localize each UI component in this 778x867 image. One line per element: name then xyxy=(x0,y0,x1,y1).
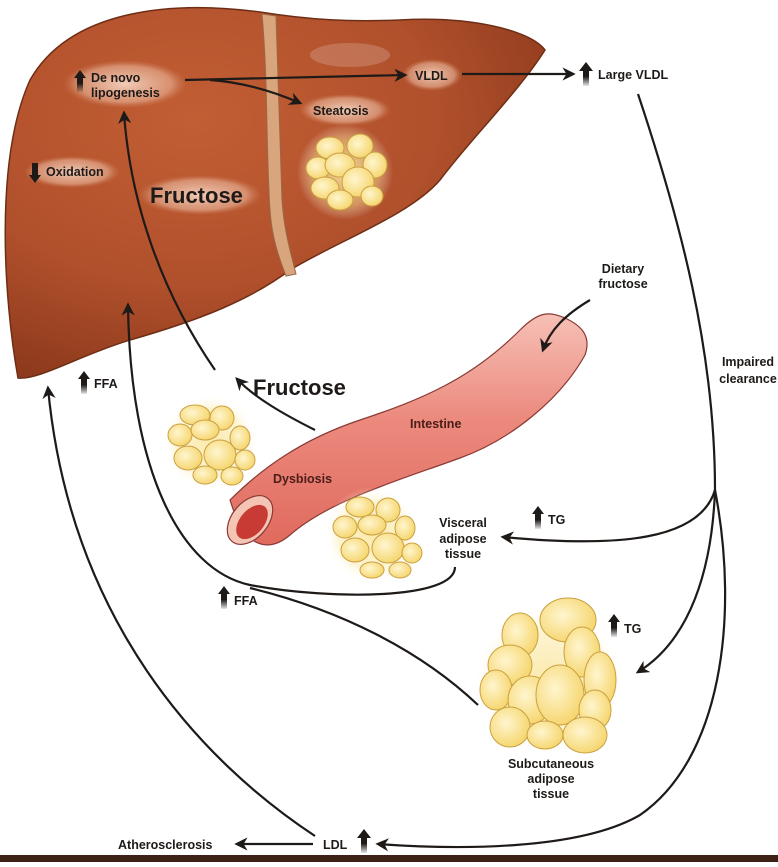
label-clearance: clearance xyxy=(719,372,777,386)
down-arrow-icon xyxy=(29,163,41,183)
arrow-visceral-ffa xyxy=(121,302,457,596)
label-vldl: VLDL xyxy=(415,69,448,83)
label-tg-visceral: TG xyxy=(548,513,565,527)
visceral-fat-cluster xyxy=(324,487,423,583)
up-arrow-icon xyxy=(532,506,544,529)
label-subcutaneous: Subcutaneous xyxy=(508,757,594,771)
arrow-lipogenesis-to-steatosis xyxy=(209,78,303,105)
up-arrow-icon xyxy=(74,70,86,92)
arrow-subcutaneous-ffa xyxy=(249,586,479,706)
bottom-border-bar xyxy=(0,855,778,862)
arrow-large-vldl-clearance xyxy=(636,93,717,491)
up-arrow-icon xyxy=(78,371,90,394)
label-fructose-liver: Fructose xyxy=(150,183,243,208)
label-visceral-tissue: tissue xyxy=(445,547,481,561)
label-large-vldl: Large VLDL xyxy=(598,68,669,82)
label-impaired: Impaired xyxy=(722,355,774,369)
up-arrow-icon xyxy=(357,829,371,853)
arrow-to-visceral xyxy=(500,489,717,545)
arrow-dietary-fructose xyxy=(540,299,591,353)
arrow-ldl-to-liver xyxy=(42,385,316,837)
label-fructose-dietary: fructose xyxy=(598,277,647,291)
arrow-fructose-to-lipogenesis xyxy=(118,110,216,371)
fat-cluster-left xyxy=(162,394,258,490)
label-subcutaneous-adipose: adipose xyxy=(527,772,574,786)
label-dysbiosis: Dysbiosis xyxy=(273,472,332,486)
label-fructose-intestine: Fructose xyxy=(253,375,346,400)
arrows xyxy=(42,67,727,852)
label-intestine: Intestine xyxy=(410,417,461,431)
up-arrow-icon xyxy=(608,614,620,637)
label-de-novo: De novo xyxy=(91,71,141,85)
label-subcutaneous-tissue: tissue xyxy=(533,787,569,801)
label-ldl: LDL xyxy=(323,838,348,852)
subcutaneous-fat-cluster xyxy=(473,597,623,755)
arrow-lipogenesis-to-vldl xyxy=(184,68,408,82)
label-ffa-mid: FFA xyxy=(234,594,258,608)
liver xyxy=(4,6,546,379)
label-dietary: Dietary xyxy=(602,262,644,276)
label-tg-subcutaneous: TG xyxy=(624,622,641,636)
intestine xyxy=(226,313,588,546)
label-visceral: Visceral xyxy=(439,516,487,530)
up-arrow-icon xyxy=(218,586,230,609)
arrow-intestine-fructose xyxy=(235,377,316,431)
arrow-to-ldl xyxy=(375,489,727,852)
label-atherosclerosis: Atherosclerosis xyxy=(118,838,213,852)
up-arrow-icon xyxy=(579,62,593,86)
arrow-to-subcutaneous xyxy=(635,489,717,674)
label-lipogenesis: lipogenesis xyxy=(91,86,160,100)
label-ffa-top: FFA xyxy=(94,377,118,391)
label-visceral-adipose: adipose xyxy=(439,532,486,546)
steatosis-fat-droplets xyxy=(297,124,393,220)
label-oxidation: Oxidation xyxy=(46,165,104,179)
falciform-ligament xyxy=(261,13,297,277)
label-steatosis: Steatosis xyxy=(313,104,369,118)
